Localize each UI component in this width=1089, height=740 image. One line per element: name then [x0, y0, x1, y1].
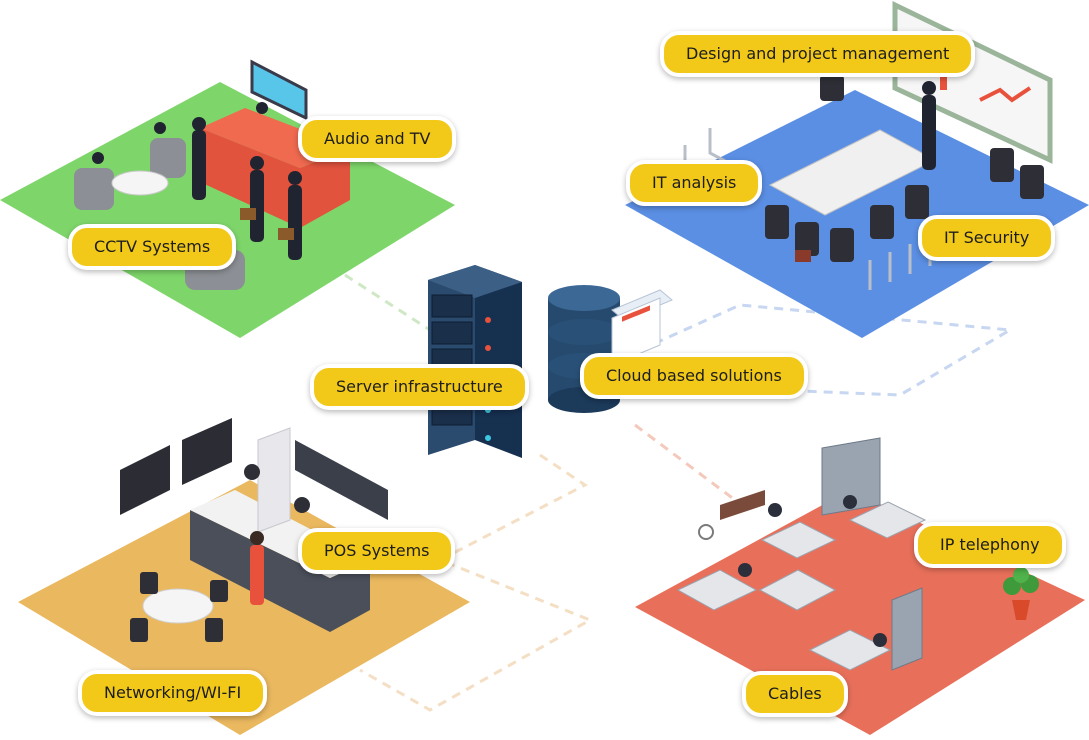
briefcase: [278, 228, 294, 240]
document-stack-icon: [611, 289, 673, 366]
drinks-shelf: [295, 440, 388, 520]
fridge: [257, 427, 291, 533]
briefcase: [240, 208, 256, 220]
connector-lobby: [344, 273, 431, 332]
label-cables[interactable]: Cables: [742, 671, 848, 717]
label-server-infrastructure[interactable]: Server infrastructure: [310, 364, 529, 410]
server-rack: [428, 265, 522, 458]
wall-clock-icon: [698, 524, 714, 540]
dining-table: [142, 588, 214, 624]
connector-office: [634, 423, 736, 502]
people-group: [92, 102, 302, 260]
label-pos-systems[interactable]: POS Systems: [298, 528, 456, 574]
label-cloud-based-solutions[interactable]: Cloud based solutions: [580, 353, 808, 399]
office-chairs: [765, 75, 1044, 262]
plant-icon: [1003, 567, 1039, 620]
armchair-right: [150, 138, 186, 178]
presenter: [922, 81, 936, 170]
office-desks: [676, 501, 927, 671]
office-workers: [738, 495, 887, 647]
briefcase: [795, 250, 811, 262]
label-design-project-management[interactable]: Design and project management: [660, 31, 976, 77]
wall-cabinet: [720, 490, 765, 520]
menu-board: [120, 445, 170, 515]
coffee-table: [111, 170, 169, 196]
bookshelf: [891, 587, 923, 671]
label-it-analysis[interactable]: IT analysis: [626, 160, 763, 206]
pos-counter: [190, 510, 370, 632]
label-networking-wifi[interactable]: Networking/WI-FI: [78, 670, 268, 716]
label-cctv-systems[interactable]: CCTV Systems: [68, 224, 237, 270]
label-it-security[interactable]: IT Security: [918, 215, 1056, 261]
meeting-floor: [625, 90, 1089, 338]
label-audio-tv[interactable]: Audio and TV: [298, 116, 457, 162]
staff-people: [244, 464, 310, 605]
label-ip-telephony[interactable]: IP telephony: [914, 522, 1066, 568]
lobby-scene: [0, 59, 455, 338]
armchair-left: [74, 168, 114, 210]
dining-chairs: [130, 572, 228, 642]
office-scene: [635, 437, 1085, 735]
whiteboard-bar: [940, 70, 947, 90]
whiteboard-chart: [979, 86, 1032, 103]
reception-desk: [200, 128, 350, 228]
connector-lines: [344, 273, 1015, 712]
bookshelf: [821, 437, 881, 516]
menu-board: [182, 418, 232, 485]
